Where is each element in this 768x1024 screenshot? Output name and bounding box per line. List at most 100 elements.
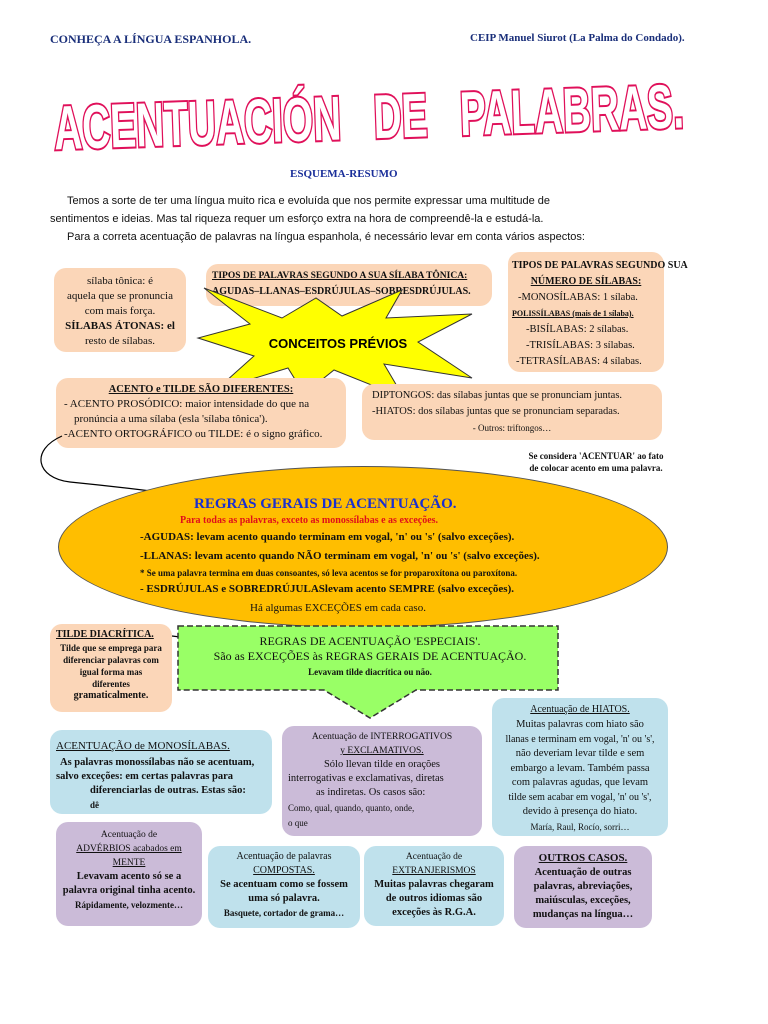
estrangeiros-title: EXTRANJERISMOS	[392, 866, 476, 876]
compostas-box: Acentuação de palavras COMPOSTAS. Se ace…	[208, 846, 360, 928]
regras-text: REGRAS GERAIS DE ACENTUAÇÃO. Para todas …	[140, 494, 640, 618]
outros-line: Acentuação de outras	[534, 867, 632, 878]
intro: Temos a sorte de ter uma língua muito ri…	[50, 192, 740, 246]
silaba-line: resto de sílabas.	[85, 335, 155, 347]
regras-line: - ESDRÚJULAS e SOBREDRÚJULASlevam acento…	[140, 583, 514, 595]
tilde-line: diferenciar palavras com	[63, 655, 159, 665]
hiatos-line: Muitas palavras com hiato são	[516, 719, 644, 730]
estrangeiros-line: Muitas palavras chegaram	[374, 879, 494, 890]
compostas-line: Basquete, cortador de grama…	[223, 908, 345, 918]
hiatos-box: Acentuação de HIATOS. Muitas palavras co…	[492, 698, 668, 836]
tipos-numero-line: POLISSÍLABAS (mais de 1 sílaba).	[512, 309, 634, 318]
acento-title: ACENTO e TILDE SÃO DIFERENTES:	[108, 384, 294, 395]
tilde-box: TILDE DIACRÍTICA. Tilde que se emprega p…	[50, 624, 172, 712]
tipos-numero-title: TIPOS DE PALAVRAS SEGUNDO SUA	[512, 260, 688, 271]
tipos-numero-box: TIPOS DE PALAVRAS SEGUNDO SUA NÚMERO DE …	[508, 252, 688, 372]
especiais-text: REGRAS DE ACENTUAÇÃO 'ESPECIAIS'. São as…	[180, 634, 560, 680]
compostas-title: COMPOSTAS.	[253, 865, 315, 876]
tilde-line: igual forma mas	[79, 667, 143, 677]
tipos-numero-line: -BISÍLABAS: 2 sílabas.	[526, 324, 629, 335]
adverbios-title: Acentuação de	[100, 830, 158, 840]
hiatos-line: com palavras agudas, que levam	[511, 777, 649, 788]
tilde-title: TILDE DIACRÍTICA.	[56, 629, 154, 640]
interrog-box: Acentuação de INTERROGATIVOS y EXCLAMATI…	[282, 726, 482, 836]
outros-title: OUTROS CASOS.	[538, 852, 628, 864]
acento-line: pronúncia a uma sílaba (esla 'sílaba tôn…	[74, 413, 268, 425]
ditongos-line: - Outros: triftongos…	[472, 423, 552, 433]
hiatos-line: tilde sem acabar em vogal, 'n' ou 's',	[508, 791, 652, 803]
regras-line: -AGUDAS: levam acento quando terminam em…	[140, 531, 515, 543]
note: Se considera 'ACENTUAR' ao fato de coloc…	[496, 450, 696, 474]
title-art: ACENTUACIÓN DE PALABRAS.	[51, 72, 687, 162]
regras-line: -LLANAS: levam acento quando NÃO termina…	[140, 550, 540, 562]
adverbios-title: MENTE	[112, 858, 146, 868]
tipos-tonica-title: TIPOS DE PALAVRAS SEGUNDO A SUA SÍLABA T…	[212, 271, 468, 281]
hiatos-line: não deveriam levar tilde e sem	[515, 748, 645, 759]
interrog-line: Como, qual, quando, quanto, onde,	[288, 803, 415, 813]
header-right: CEIP Manuel Siurot (La Palma do Condado)…	[470, 32, 685, 44]
hiatos-title: Acentuação de HIATOS.	[530, 704, 630, 715]
hiatos-line: María, Raul, Rocío, sorri…	[530, 821, 630, 832]
silaba-line: aquela que se pronuncia	[67, 290, 173, 302]
adverbios-line: Rápidamente, velozmente…	[75, 900, 183, 910]
tilde-line: gramaticalmente.	[73, 690, 149, 701]
especiais-arrow	[177, 625, 559, 719]
acento-box: ACENTO e TILDE SÃO DIFERENTES: - ACENTO …	[56, 378, 346, 448]
outros-line: mudanças na língua…	[532, 909, 634, 920]
adverbios-title: ADVÉRBIOS acabados em	[76, 844, 182, 854]
hiatos-line: llanas e terminam em vogal, 'n' ou 's',	[505, 733, 655, 745]
intro-line: Para a correta acentuação de palavras na…	[67, 231, 585, 243]
adverbios-box: Acentuação de ADVÉRBIOS acabados em MENT…	[56, 822, 202, 926]
regras-sub: Para todas as palavras, exceto as monoss…	[180, 515, 439, 526]
mono-title: ACENTUAÇÃO de MONOSÍLABAS.	[56, 740, 230, 752]
silaba-box: sílaba tônica: é aquela que se pronuncia…	[54, 268, 186, 352]
tipos-numero-line: -TETRASÍLABAS: 4 sílabas.	[516, 356, 642, 367]
interrog-title: y EXCLAMATIVOS.	[340, 746, 424, 756]
subtitle: ESQUEMA-RESUMO	[290, 168, 398, 180]
regras-line: Há algumas EXCEÇÕES em cada caso.	[250, 602, 426, 614]
mono-line: dê	[90, 800, 99, 810]
mono-line: As palavras monossílabas não se acentuam…	[60, 757, 255, 768]
acento-line: -ACENTO ORTOGRÁFICO ou TILDE: é o signo …	[64, 428, 323, 440]
adverbios-line: palavra original tinha acento.	[62, 885, 196, 896]
estrangeiros-line: exceções às R.G.A.	[392, 907, 476, 918]
hiatos-line: embargo a levam. Também passa	[510, 762, 650, 774]
regras-line: * Se uma palavra termina em duas consoan…	[140, 568, 518, 578]
estrangeiros-title: Acentuação de	[405, 852, 463, 862]
header-left: CONHEÇA A LÍNGUA ESPANHOLA.	[50, 32, 252, 46]
ditongos-line: -HIATOS: dos sílabas juntas que se pronu…	[372, 406, 620, 417]
hiatos-line: devido à presença do hiato.	[522, 806, 638, 817]
tilde-line: diferentes	[92, 679, 130, 689]
estrangeiros-line: de outros idiomas são	[385, 893, 483, 904]
mono-line: diferenciarlas de outras. Estas são:	[90, 785, 246, 796]
tipos-numero-title: NÚMERO DE SÍLABAS:	[530, 276, 642, 287]
compostas-title: Acentuação de palavras	[236, 851, 332, 862]
tipos-numero-line: -TRISÍLABAS: 3 sílabas.	[526, 340, 635, 351]
tipos-tonica-box: TIPOS DE PALAVRAS SEGUNDO A SUA SÍLABA T…	[206, 264, 492, 306]
regras-title: REGRAS GERAIS DE ACENTUAÇÃO.	[194, 496, 457, 512]
silaba-line: sílaba tônica: é	[87, 275, 153, 287]
adverbios-line: Levavam acento só se a	[76, 871, 182, 882]
silaba-line: com mais força.	[84, 305, 156, 317]
interrog-line: as indiretas. Os casos são:	[316, 787, 426, 798]
regras-ellipse	[58, 466, 668, 628]
interrog-title: Acentuação de INTERROGATIVOS	[311, 732, 453, 742]
star-burst: CONCEITOS PRÉVIOS	[196, 287, 473, 400]
interrog-line: Sólo llevan tilde en orações	[323, 759, 441, 770]
star-label: CONCEITOS PRÉVIOS	[269, 336, 408, 351]
note-line: de colocar acento em uma palavra.	[529, 463, 663, 473]
mono-line: salvo exceções: em certas palavras para	[56, 771, 233, 782]
outros-box: OUTROS CASOS. Acentuação de outras palav…	[514, 846, 652, 928]
silaba-line: SÍLABAS ÁTONAS: el	[65, 320, 175, 332]
compostas-line: uma só palavra.	[248, 893, 320, 904]
note-line: Se considera 'ACENTUAR' ao fato	[528, 451, 664, 461]
especiais-line: São as EXCEÇÕES às REGRAS GERAIS DE ACEN…	[213, 649, 527, 663]
interrog-line: o que	[288, 818, 308, 828]
outros-line: maiúsculas, exceções,	[535, 895, 631, 906]
acento-line: - ACENTO PROSÓDICO: maior intensidade do…	[64, 398, 310, 410]
interrog-line: interrogativas e exclamativas, diretas	[288, 773, 444, 784]
intro-line: sentimentos e ideias. Mas tal riqueza re…	[50, 213, 544, 225]
especiais-line: REGRAS DE ACENTUAÇÃO 'ESPECIAIS'.	[259, 634, 481, 648]
tipos-numero-line: -MONOSÍLABAS: 1 sílaba.	[518, 292, 638, 303]
outros-line: palavras, abreviações,	[533, 881, 633, 892]
